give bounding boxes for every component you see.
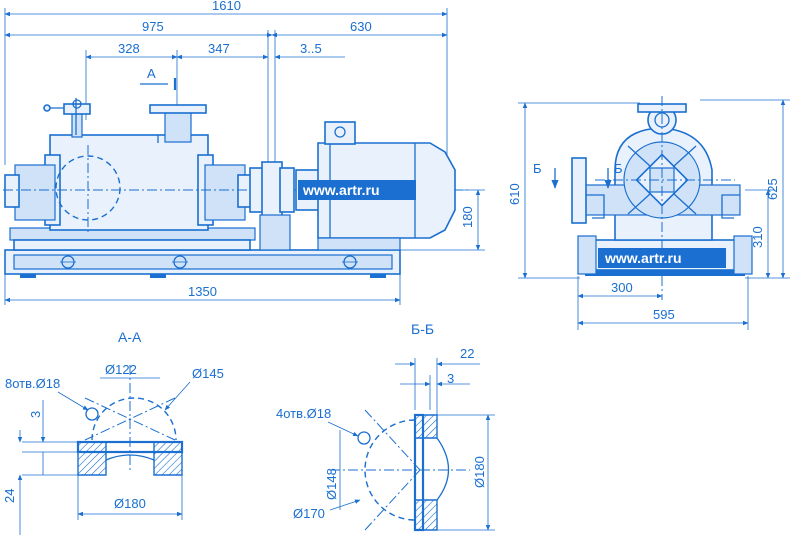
dim-630: 630 [350,19,372,34]
dim-310: 310 [750,226,765,248]
aa-d180: Ø180 [114,496,146,511]
dim-328: 328 [118,41,140,56]
watermark-front: www.artr.ru [302,182,380,198]
section-b-left: Б [533,161,542,176]
bb-d180: Ø180 [472,456,487,488]
dim-1610: 1610 [212,0,241,13]
bb-dim-3: 3 [447,371,454,386]
section-aa-title: А-А [118,329,142,345]
aa-d122: Ø122 [105,362,137,377]
section-aa: А-А 8отв.Ø18 Ø122 Ø145 3 24 Ø180 [2,329,224,535]
dim-975: 975 [142,19,164,34]
dim-300: 300 [611,280,633,295]
dim-180-shaft: 180 [460,206,475,228]
dim-625: 625 [765,178,780,200]
section-bb-title: Б-Б [411,321,434,337]
bb-d170: Ø170 [293,506,325,521]
section-b-right: Б [614,161,623,176]
dim-610: 610 [507,183,522,205]
aa-dim-24: 24 [2,489,17,503]
section-bb: Б-Б 22 3 4отв.Ø18 Ø148 Ø170 Ø180 [276,321,495,532]
aa-d145: Ø145 [192,366,224,381]
bb-dim-22: 22 [460,346,474,361]
dim-595: 595 [653,307,675,322]
aa-dim-3: 3 [28,411,43,418]
watermark-side: www.artr.ru [604,250,682,266]
aa-holes: 8отв.Ø18 [5,376,60,391]
dim-347: 347 [208,41,230,56]
section-a-top: A [147,66,156,81]
dim-1350: 1350 [188,284,217,299]
side-view: 610 625 310 Б Б [507,96,790,330]
bb-d148: Ø148 [324,468,339,500]
front-view: 1610 975 630 328 347 3..5 A A [3,0,485,305]
dim-gap: 3..5 [300,41,322,56]
bb-holes: 4отв.Ø18 [276,406,331,421]
